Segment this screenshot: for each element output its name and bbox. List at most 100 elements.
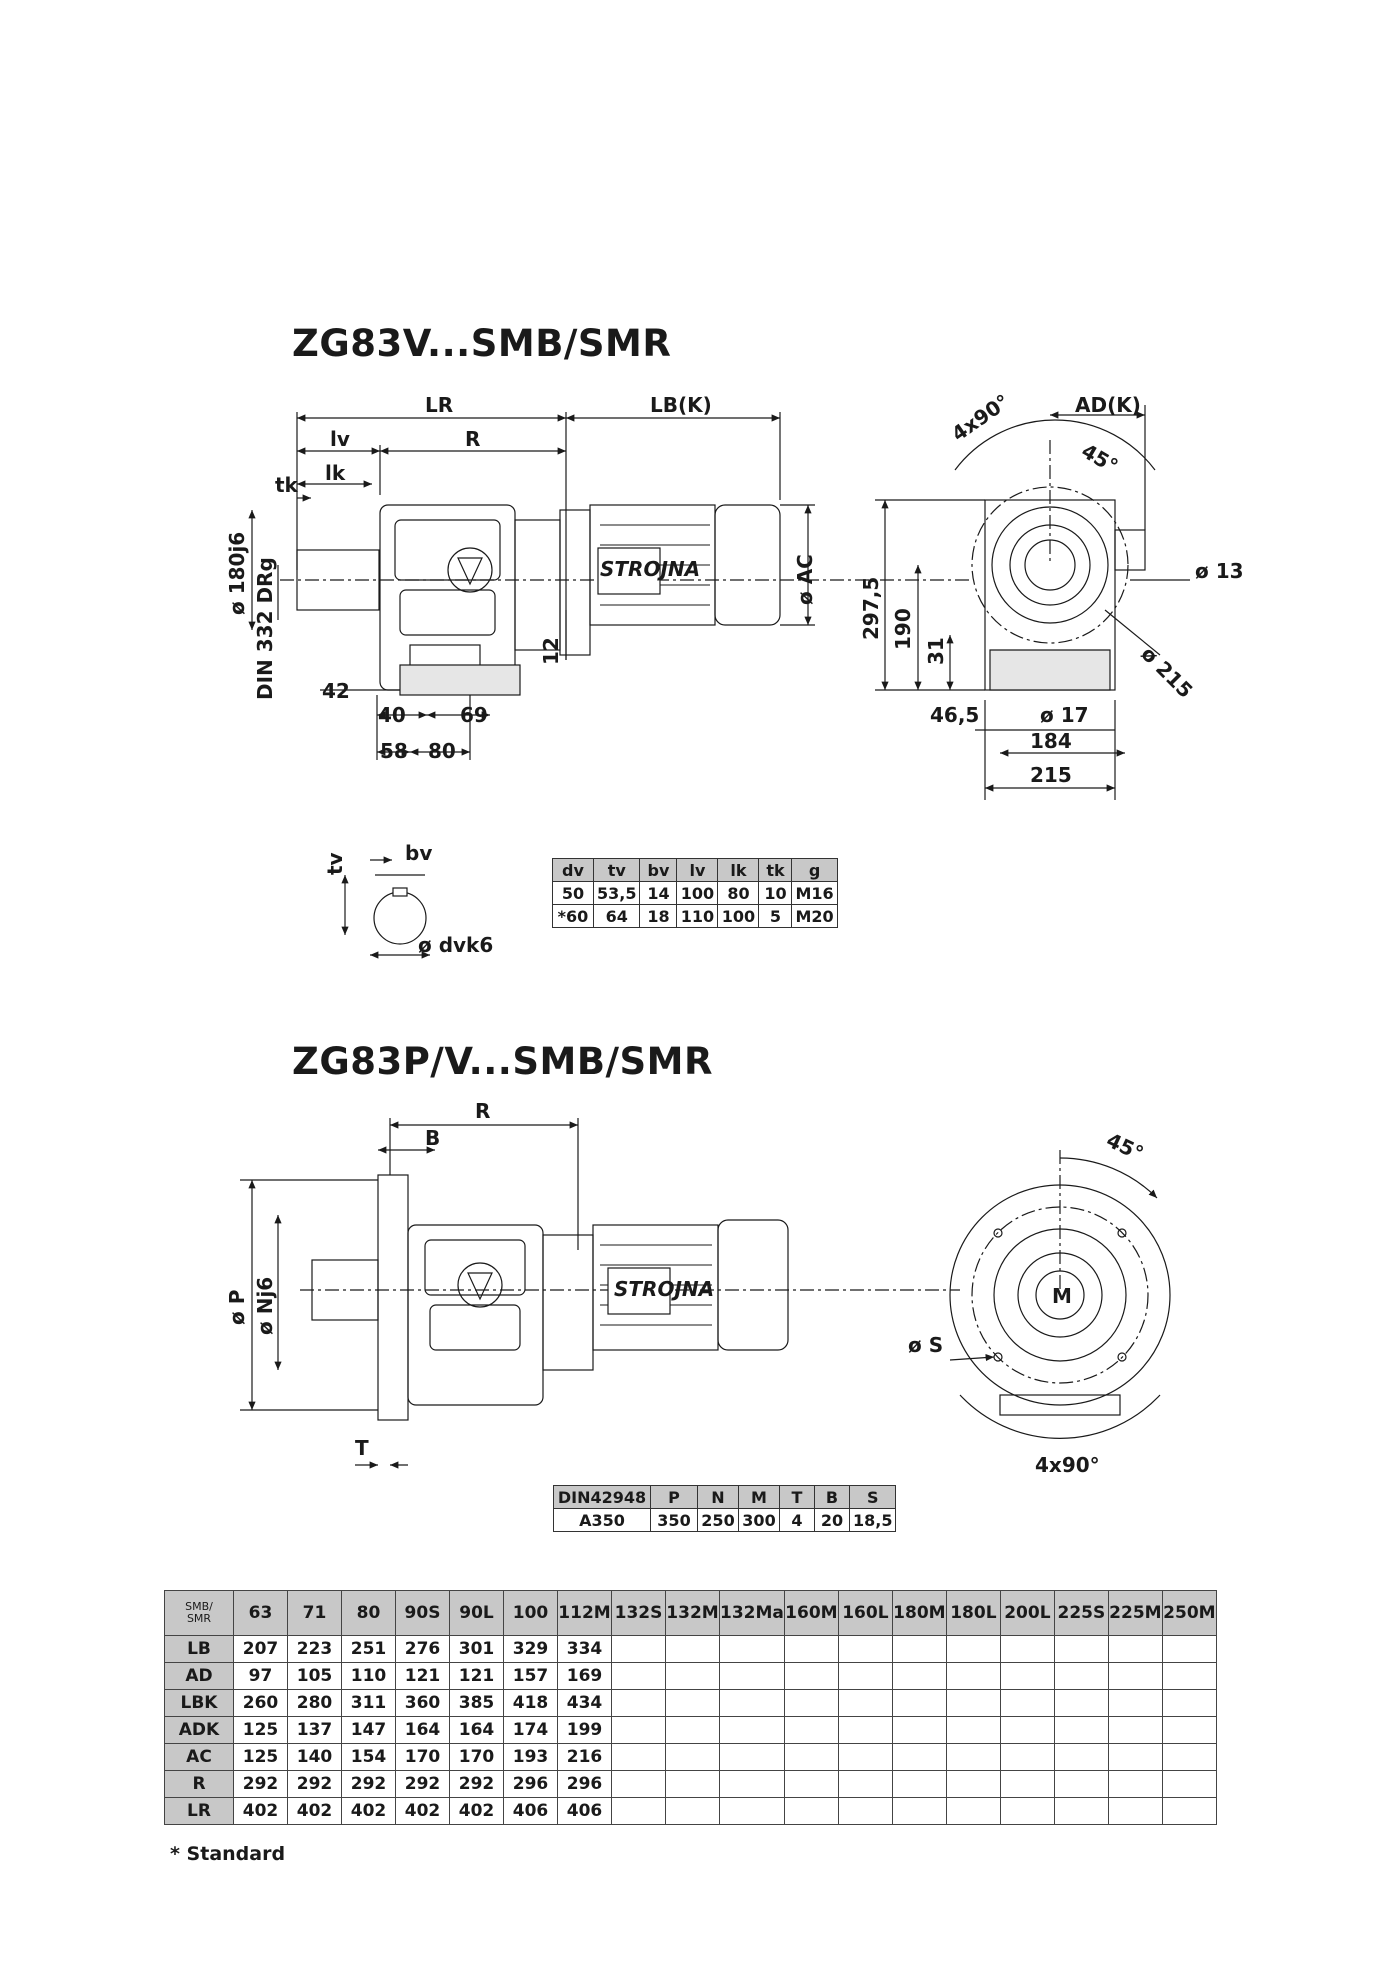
table-cell bbox=[837, 1743, 893, 1771]
table-cell bbox=[783, 1662, 839, 1690]
table-cell bbox=[665, 1797, 720, 1825]
table-cell bbox=[945, 1770, 1001, 1798]
table-cell bbox=[783, 1743, 839, 1771]
table-cell bbox=[999, 1716, 1055, 1744]
th-b: B bbox=[814, 1485, 850, 1509]
cell: 64 bbox=[592, 904, 641, 928]
table-cell: 301 bbox=[449, 1635, 504, 1663]
table-corner: SMB/SMR bbox=[164, 1590, 234, 1636]
table-cell: 121 bbox=[449, 1662, 504, 1690]
table-cell bbox=[999, 1797, 1055, 1825]
dim-465: 46,5 bbox=[930, 703, 979, 727]
th-t: T bbox=[779, 1485, 815, 1509]
dim-12: 12 bbox=[539, 637, 563, 665]
table-cell bbox=[891, 1716, 947, 1744]
table-cell: 385 bbox=[449, 1689, 504, 1717]
table-cell bbox=[611, 1716, 666, 1744]
table-cell bbox=[999, 1770, 1055, 1798]
column-header: 160M bbox=[783, 1590, 839, 1636]
cell: 4 bbox=[779, 1508, 815, 1532]
table-cell: 292 bbox=[287, 1770, 342, 1798]
table-cell bbox=[999, 1635, 1055, 1663]
table-cell bbox=[891, 1662, 947, 1690]
table-cell bbox=[719, 1662, 785, 1690]
table-cell: 402 bbox=[395, 1797, 450, 1825]
table-cell bbox=[719, 1770, 785, 1798]
column-header: 90S bbox=[395, 1590, 450, 1636]
table-cell bbox=[999, 1689, 1055, 1717]
table-cell bbox=[891, 1743, 947, 1771]
table-cell bbox=[665, 1662, 720, 1690]
dim-297: 297,5 bbox=[859, 577, 883, 640]
dim2-s: ø S bbox=[908, 1333, 943, 1357]
table-cell bbox=[1053, 1743, 1109, 1771]
dim-d215: ø 215 bbox=[1136, 642, 1197, 703]
table-cell bbox=[945, 1716, 1001, 1744]
table-cell: 170 bbox=[395, 1743, 450, 1771]
table-row: *60 64 18 110 100 5 M20 bbox=[552, 904, 838, 928]
table-cell: 216 bbox=[557, 1743, 612, 1771]
table-cell: 137 bbox=[287, 1716, 342, 1744]
dim-184: 184 bbox=[1030, 729, 1072, 753]
table-cell: 402 bbox=[341, 1797, 396, 1825]
key-tv: tv bbox=[323, 852, 347, 875]
row-label: LR bbox=[164, 1797, 234, 1825]
cell: M16 bbox=[791, 881, 838, 905]
table-cell bbox=[783, 1716, 839, 1744]
table-cell: 296 bbox=[557, 1770, 612, 1798]
table-cell bbox=[837, 1662, 893, 1690]
table-cell bbox=[611, 1770, 666, 1798]
th-tk: tk bbox=[758, 858, 793, 882]
table-cell: 434 bbox=[557, 1689, 612, 1717]
dim-d180: ø 180j6 bbox=[225, 532, 249, 615]
dim-42: 42 bbox=[322, 679, 350, 703]
dim2-4x90: 4x90° bbox=[1035, 1453, 1100, 1477]
cell: A350 bbox=[553, 1508, 651, 1532]
flange-table: DIN42948 P N M T B S A350 350 250 300 4 … bbox=[553, 1485, 897, 1532]
row-label: AC bbox=[164, 1743, 234, 1771]
table-cell bbox=[945, 1662, 1001, 1690]
table-cell bbox=[1107, 1689, 1163, 1717]
table-cell bbox=[1107, 1797, 1163, 1825]
table-cell bbox=[719, 1716, 785, 1744]
table-cell bbox=[1053, 1635, 1109, 1663]
row-label: ADK bbox=[164, 1716, 234, 1744]
cell: 18 bbox=[639, 904, 678, 928]
table-cell: 402 bbox=[287, 1797, 342, 1825]
th-dv: dv bbox=[552, 858, 594, 882]
table-cell bbox=[611, 1689, 666, 1717]
cell: 350 bbox=[650, 1508, 698, 1532]
column-header: 225S bbox=[1053, 1590, 1109, 1636]
cell: 100 bbox=[676, 881, 719, 905]
column-header: 250M bbox=[1161, 1590, 1217, 1636]
dim-69: 69 bbox=[460, 703, 488, 727]
table-cell bbox=[891, 1770, 947, 1798]
shaft-key-table: dv tv bv lv lk tk g 50 53,5 14 100 80 10… bbox=[552, 858, 838, 928]
table-cell bbox=[1107, 1662, 1163, 1690]
table-cell: 140 bbox=[287, 1743, 342, 1771]
table-cell bbox=[1053, 1797, 1109, 1825]
table-cell bbox=[945, 1797, 1001, 1825]
corner-line: SMB/ bbox=[185, 1600, 213, 1613]
brand-label-1: STROJNA bbox=[600, 557, 700, 581]
table-cell: 121 bbox=[395, 1662, 450, 1690]
column-header: 80 bbox=[341, 1590, 396, 1636]
th-m: M bbox=[738, 1485, 780, 1509]
cell: 250 bbox=[697, 1508, 739, 1532]
table-cell bbox=[837, 1797, 893, 1825]
table-cell: 418 bbox=[503, 1689, 558, 1717]
cell: 300 bbox=[738, 1508, 780, 1532]
table-cell bbox=[665, 1743, 720, 1771]
column-header: 160L bbox=[837, 1590, 893, 1636]
table-cell: 334 bbox=[557, 1635, 612, 1663]
table-cell bbox=[1053, 1716, 1109, 1744]
table-cell bbox=[665, 1689, 720, 1717]
table-cell bbox=[891, 1689, 947, 1717]
cell: 80 bbox=[717, 881, 760, 905]
dim-215: 215 bbox=[1030, 763, 1072, 787]
table-cell: 193 bbox=[503, 1743, 558, 1771]
column-header: 63 bbox=[233, 1590, 288, 1636]
